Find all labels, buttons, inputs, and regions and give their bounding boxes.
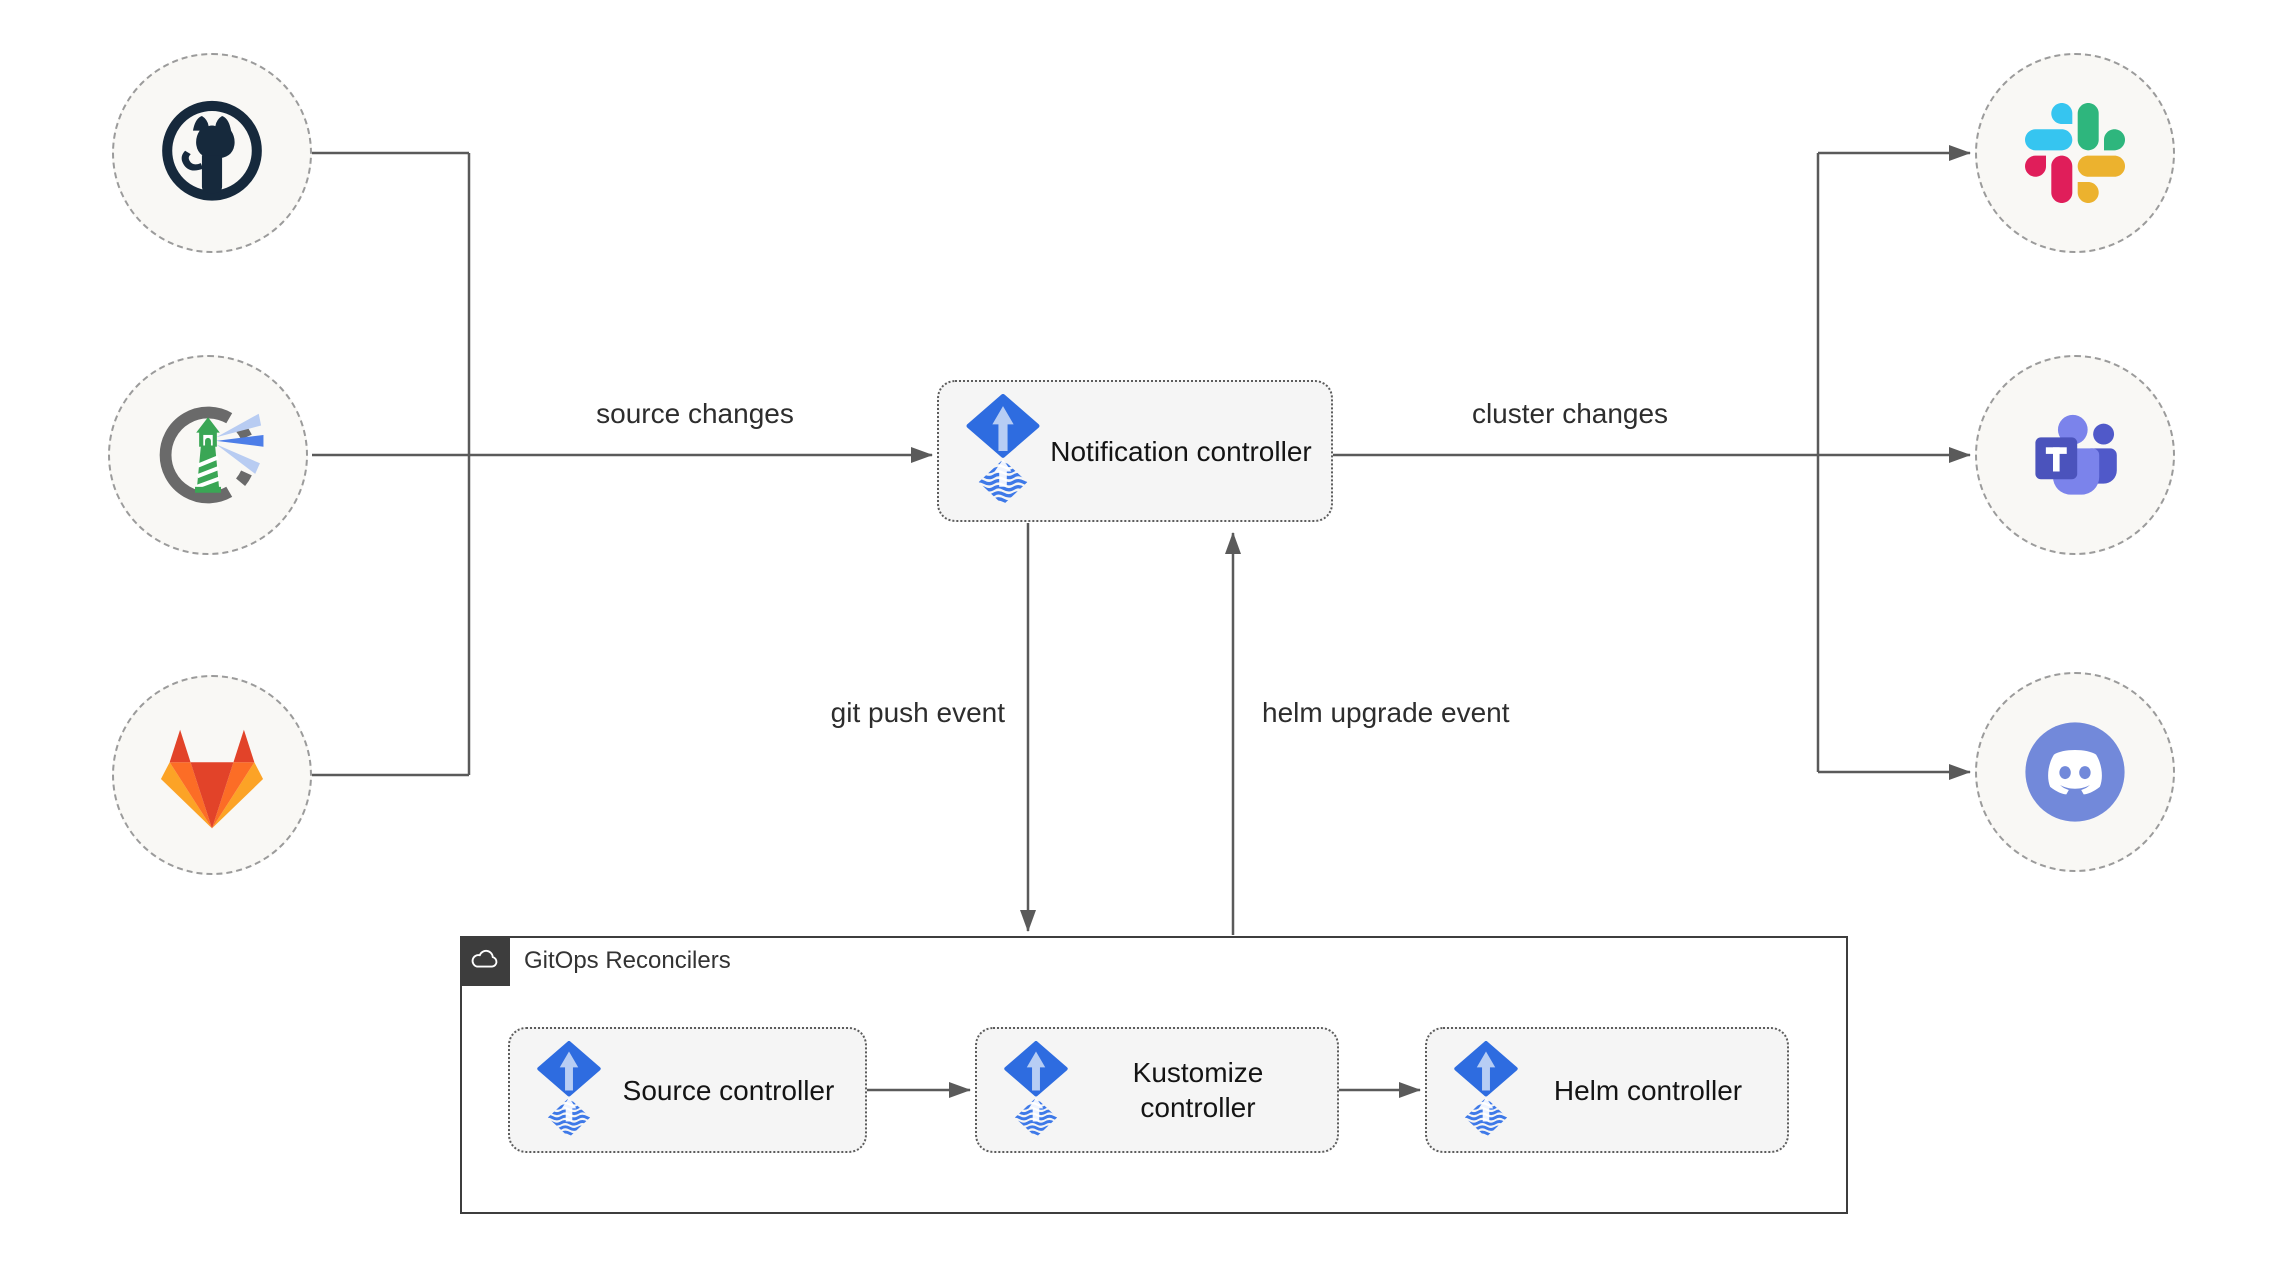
edge-label-git-push-event: git push event [830, 697, 1005, 728]
gitops-reconcilers-title: GitOps Reconcilers [524, 947, 731, 974]
slack-icon [2025, 103, 2125, 203]
gitops-reconcilers-header: GitOps Reconcilers [460, 936, 731, 986]
flux-icon [1453, 1041, 1519, 1140]
flux-icon [1003, 1041, 1069, 1140]
harbor-lighthouse-icon [159, 406, 264, 504]
flux-icon [536, 1041, 602, 1140]
node-gitlab[interactable] [112, 675, 312, 875]
gitlab-icon [160, 729, 264, 829]
node-microsoft-teams[interactable] [1975, 355, 2175, 555]
node-github[interactable] [112, 53, 312, 253]
cloud-badge [460, 936, 510, 986]
node-harbor[interactable] [108, 355, 308, 555]
node-source-controller[interactable]: Source controller [508, 1027, 867, 1153]
discord-icon [2025, 722, 2125, 822]
node-notification-controller[interactable]: Notification controller [937, 380, 1333, 522]
node-label: Notification controller [1050, 435, 1312, 467]
flux-icon [965, 394, 1041, 508]
edge-label-cluster-changes: cluster changes [1471, 398, 1669, 429]
node-label: Kustomize controller [1132, 1057, 1264, 1123]
node-slack[interactable] [1975, 53, 2175, 253]
github-icon [162, 100, 262, 201]
node-label: Source controller [622, 1074, 835, 1106]
node-label: Helm controller [1553, 1074, 1743, 1106]
edge-label-source-changes: source changes [596, 398, 794, 429]
edge-label-helm-upgrade-event: helm upgrade event [1262, 697, 1510, 728]
microsoft-teams-icon [2035, 414, 2117, 495]
node-helm-controller[interactable]: Helm controller [1425, 1027, 1789, 1153]
node-kustomize-controller[interactable]: Kustomize controller [975, 1027, 1339, 1153]
node-discord[interactable] [1975, 672, 2175, 872]
cloud-icon [471, 949, 498, 968]
gitops-reconcilers-container[interactable]: GitOps Reconcilers [460, 936, 1848, 1214]
